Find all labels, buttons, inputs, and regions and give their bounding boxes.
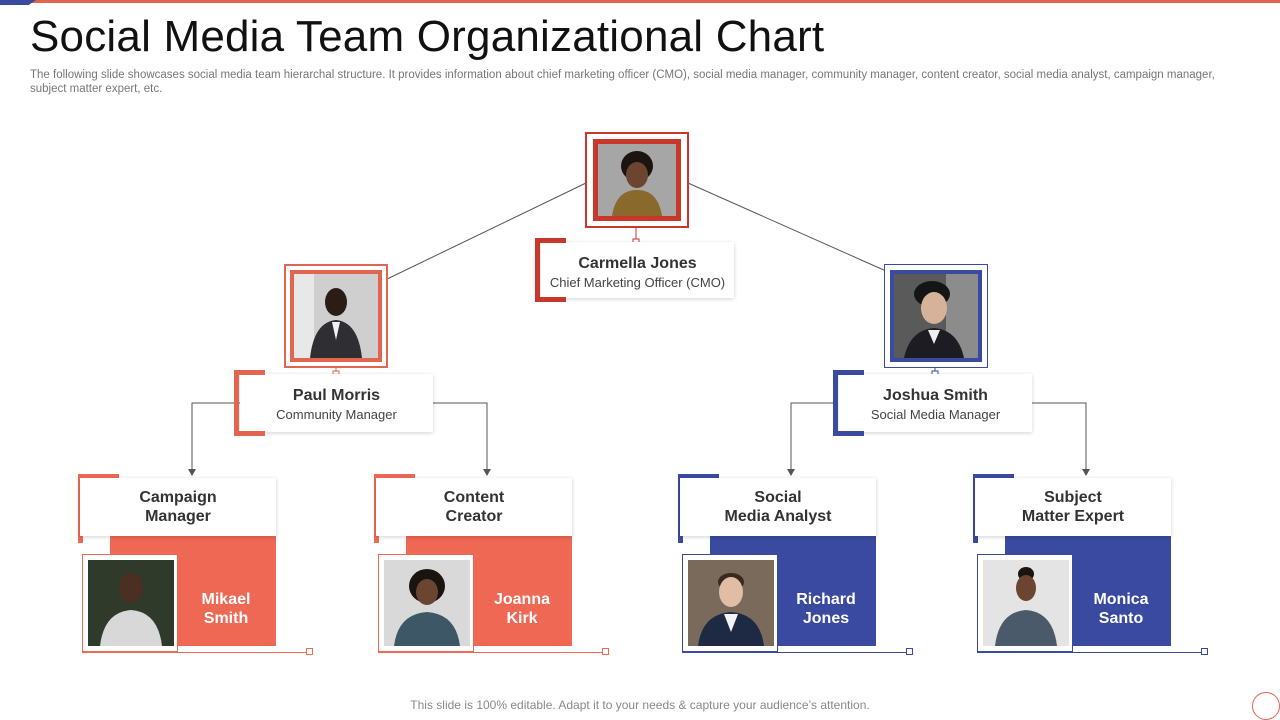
man-portrait-icon xyxy=(88,560,174,646)
page-subtitle: The following slide showcases social med… xyxy=(30,69,1215,95)
social-media-manager-role: Social Media Manager xyxy=(870,407,1001,422)
top-rule xyxy=(0,0,1280,3)
social-media-manager-photo xyxy=(884,264,988,368)
community-manager-role: Community Manager xyxy=(276,407,397,422)
page-title: Social Media Team Organizational Chart xyxy=(30,12,825,61)
top-accent xyxy=(0,0,36,5)
cmo-photo xyxy=(585,132,689,228)
footer-note: This slide is 100% editable. Adapt it to… xyxy=(410,698,870,712)
woman-portrait-icon xyxy=(384,560,470,646)
man-portrait-icon xyxy=(294,274,378,358)
corner-circle xyxy=(1252,692,1280,720)
community-manager-namebox: Paul Morris Community Manager xyxy=(234,370,433,436)
cmo-role: Chief Marketing Officer (CMO) xyxy=(549,275,726,290)
joanna-kirk-photo xyxy=(384,560,470,646)
woman-portrait-icon xyxy=(598,144,676,216)
community-manager-photo xyxy=(284,264,388,368)
mikael-smith-photo xyxy=(88,560,174,646)
cmo-name: Carmella Jones xyxy=(578,255,697,272)
social-media-manager-namebox: Joshua Smith Social Media Manager xyxy=(833,370,1032,436)
richard-jones-photo xyxy=(688,560,774,646)
community-manager-name: Paul Morris xyxy=(292,387,381,404)
man-portrait-icon xyxy=(894,274,978,358)
man-portrait-icon xyxy=(688,560,774,646)
social-media-manager-name: Joshua Smith xyxy=(883,387,988,404)
woman-portrait-icon xyxy=(983,560,1069,646)
cmo-namebox: Carmella Jones Chief Marketing Officer (… xyxy=(535,238,734,302)
monica-santo-photo xyxy=(983,560,1069,646)
